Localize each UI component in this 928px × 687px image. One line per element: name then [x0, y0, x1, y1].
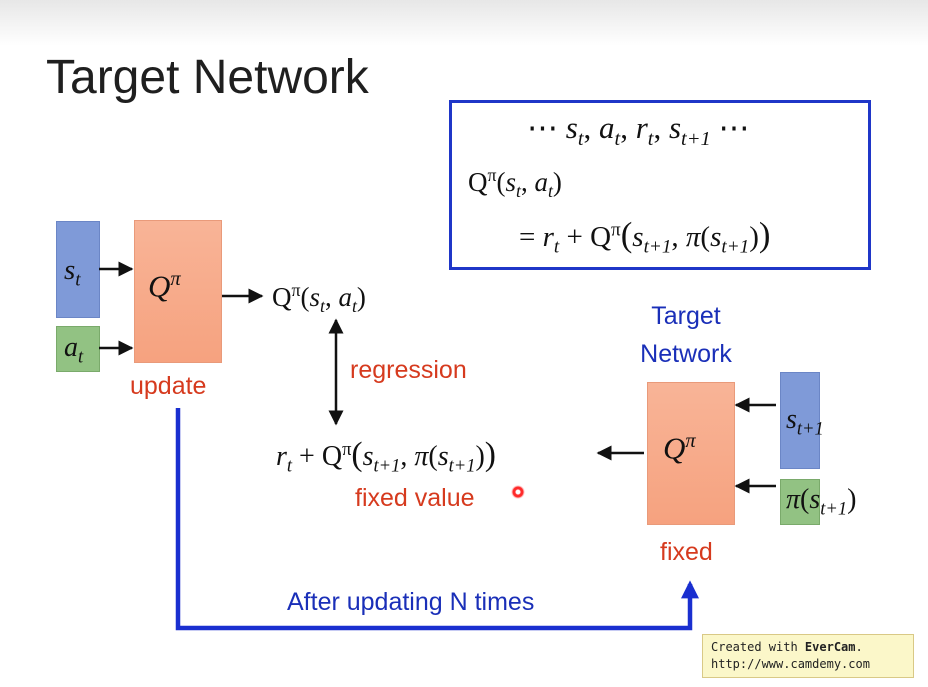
target-q-network-block: [647, 382, 735, 525]
policy-action-input-label: π(st+1): [786, 484, 857, 519]
laser-pointer-dot: [511, 485, 525, 499]
policy-action-input-block: [780, 479, 820, 525]
copy-weights-arrow: [175, 408, 699, 631]
target-network-title-line-1: Target: [651, 302, 721, 330]
formula-line-1: ⋯ st, at, rt, st+1 ⋯: [527, 110, 750, 151]
target-value-expression: rt + Qπ(st+1, π(st+1)): [276, 436, 496, 476]
watermark-line-1: Created with EverCam.: [711, 640, 863, 654]
fixed-value-label: fixed value: [355, 484, 475, 512]
next-state-input-label: st+1: [786, 404, 824, 439]
formula-box: [449, 100, 871, 270]
watermark-line-2: http://www.camdemy.com: [711, 657, 870, 671]
update-arrow-label: After updating N times: [287, 588, 535, 616]
top-shade: [0, 0, 928, 46]
fixed-label: fixed: [660, 538, 713, 566]
state-input-block: [56, 221, 100, 318]
update-label: update: [130, 372, 207, 400]
evercam-watermark: Created with EverCam. http://www.camdemy…: [702, 634, 914, 678]
target-network-title-line-2: Network: [640, 340, 732, 368]
regression-label: regression: [350, 356, 467, 384]
action-input-label: at: [64, 332, 84, 367]
slide-title: Target Network: [46, 51, 369, 104]
formula-line-2: Qπ(st, at): [468, 165, 562, 202]
action-input-block: [56, 326, 100, 372]
q-network-block: [134, 220, 222, 363]
target-q-network-label: Qπ: [663, 430, 696, 466]
q-network-label: Qπ: [148, 268, 181, 304]
formula-line-3: = rt + Qπ(st+1, π(st+1)): [519, 215, 771, 258]
state-input-label: st: [64, 254, 81, 291]
q-output-expression: Qπ(st, at): [272, 280, 366, 317]
next-state-input-block: [780, 372, 820, 469]
